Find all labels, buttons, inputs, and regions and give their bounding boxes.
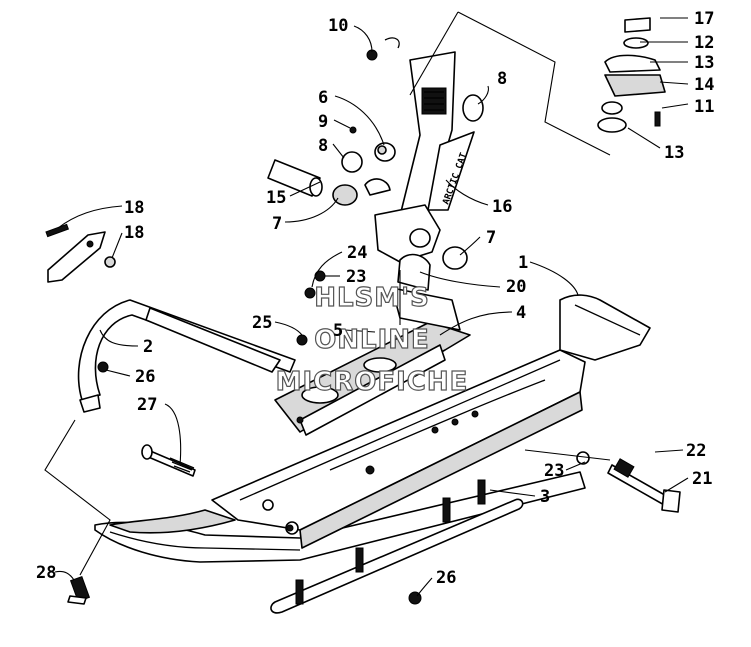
leader-lines xyxy=(54,17,689,597)
callout-8-right: 8 xyxy=(497,69,507,89)
ski-tip xyxy=(109,509,236,534)
callout-26-lower: 26 xyxy=(436,568,456,588)
callout-9: 9 xyxy=(318,112,328,132)
callout-10: 10 xyxy=(328,16,348,36)
callout-20: 20 xyxy=(506,277,526,297)
ski-frame xyxy=(211,349,586,549)
wear-bar xyxy=(270,498,524,614)
callout-7-right: 7 xyxy=(486,228,496,248)
callout-26-upper: 26 xyxy=(135,367,155,387)
callout-23-lower: 23 xyxy=(544,461,564,481)
callout-23-upper: 23 xyxy=(346,267,366,287)
callout-28: 28 xyxy=(36,563,56,583)
bushing-housing xyxy=(374,204,441,263)
bushing-spacer xyxy=(332,94,484,270)
ski-skeg-studs xyxy=(295,479,486,605)
callout-17: 17 xyxy=(694,9,714,29)
watermark-line1: HLSM'S xyxy=(314,283,430,313)
callout-13-lower: 13 xyxy=(664,143,684,163)
spring-bracket xyxy=(391,253,461,331)
ski-loop-handle xyxy=(77,299,296,413)
callout-11: 11 xyxy=(694,97,714,117)
callout-1: 1 xyxy=(518,253,528,273)
callout-13-upper: 13 xyxy=(694,53,714,73)
callout-15: 15 xyxy=(266,188,286,208)
callout-14: 14 xyxy=(694,75,714,95)
callout-4: 4 xyxy=(516,303,526,323)
connector-lines xyxy=(44,11,611,576)
callout-6: 6 xyxy=(318,88,328,108)
callout-22: 22 xyxy=(686,441,706,461)
upper-hardware xyxy=(597,17,666,133)
callout-5: 5 xyxy=(333,321,343,341)
callout-2: 2 xyxy=(143,337,153,357)
saddle xyxy=(274,321,471,436)
watermark: HLSM'S ONLINE MICROFICHE xyxy=(275,282,469,397)
bolt-28 xyxy=(67,575,91,605)
callout-18-lower: 18 xyxy=(124,223,144,243)
callout-24: 24 xyxy=(347,243,367,263)
callout-3: 3 xyxy=(540,487,550,507)
callout-21: 21 xyxy=(692,469,712,489)
callout-12: 12 xyxy=(694,33,714,53)
callout-16: 16 xyxy=(492,197,512,217)
callout-8-left: 8 xyxy=(318,136,328,156)
bolt-21 xyxy=(607,458,681,513)
callout-27: 27 xyxy=(137,395,157,415)
ski-skin xyxy=(559,294,651,361)
bracket-18 xyxy=(45,223,116,283)
callout-18-upper: 18 xyxy=(124,198,144,218)
bolt-27 xyxy=(141,444,196,477)
callout-7-left: 7 xyxy=(272,214,282,234)
callout-labels: 10 17 12 13 14 11 13 8 6 9 8 15 16 7 7 1… xyxy=(36,9,714,588)
callout-25: 25 xyxy=(252,313,272,333)
watermark-line3: MICROFICHE xyxy=(276,367,469,397)
watermark-line2: ONLINE xyxy=(314,325,430,355)
